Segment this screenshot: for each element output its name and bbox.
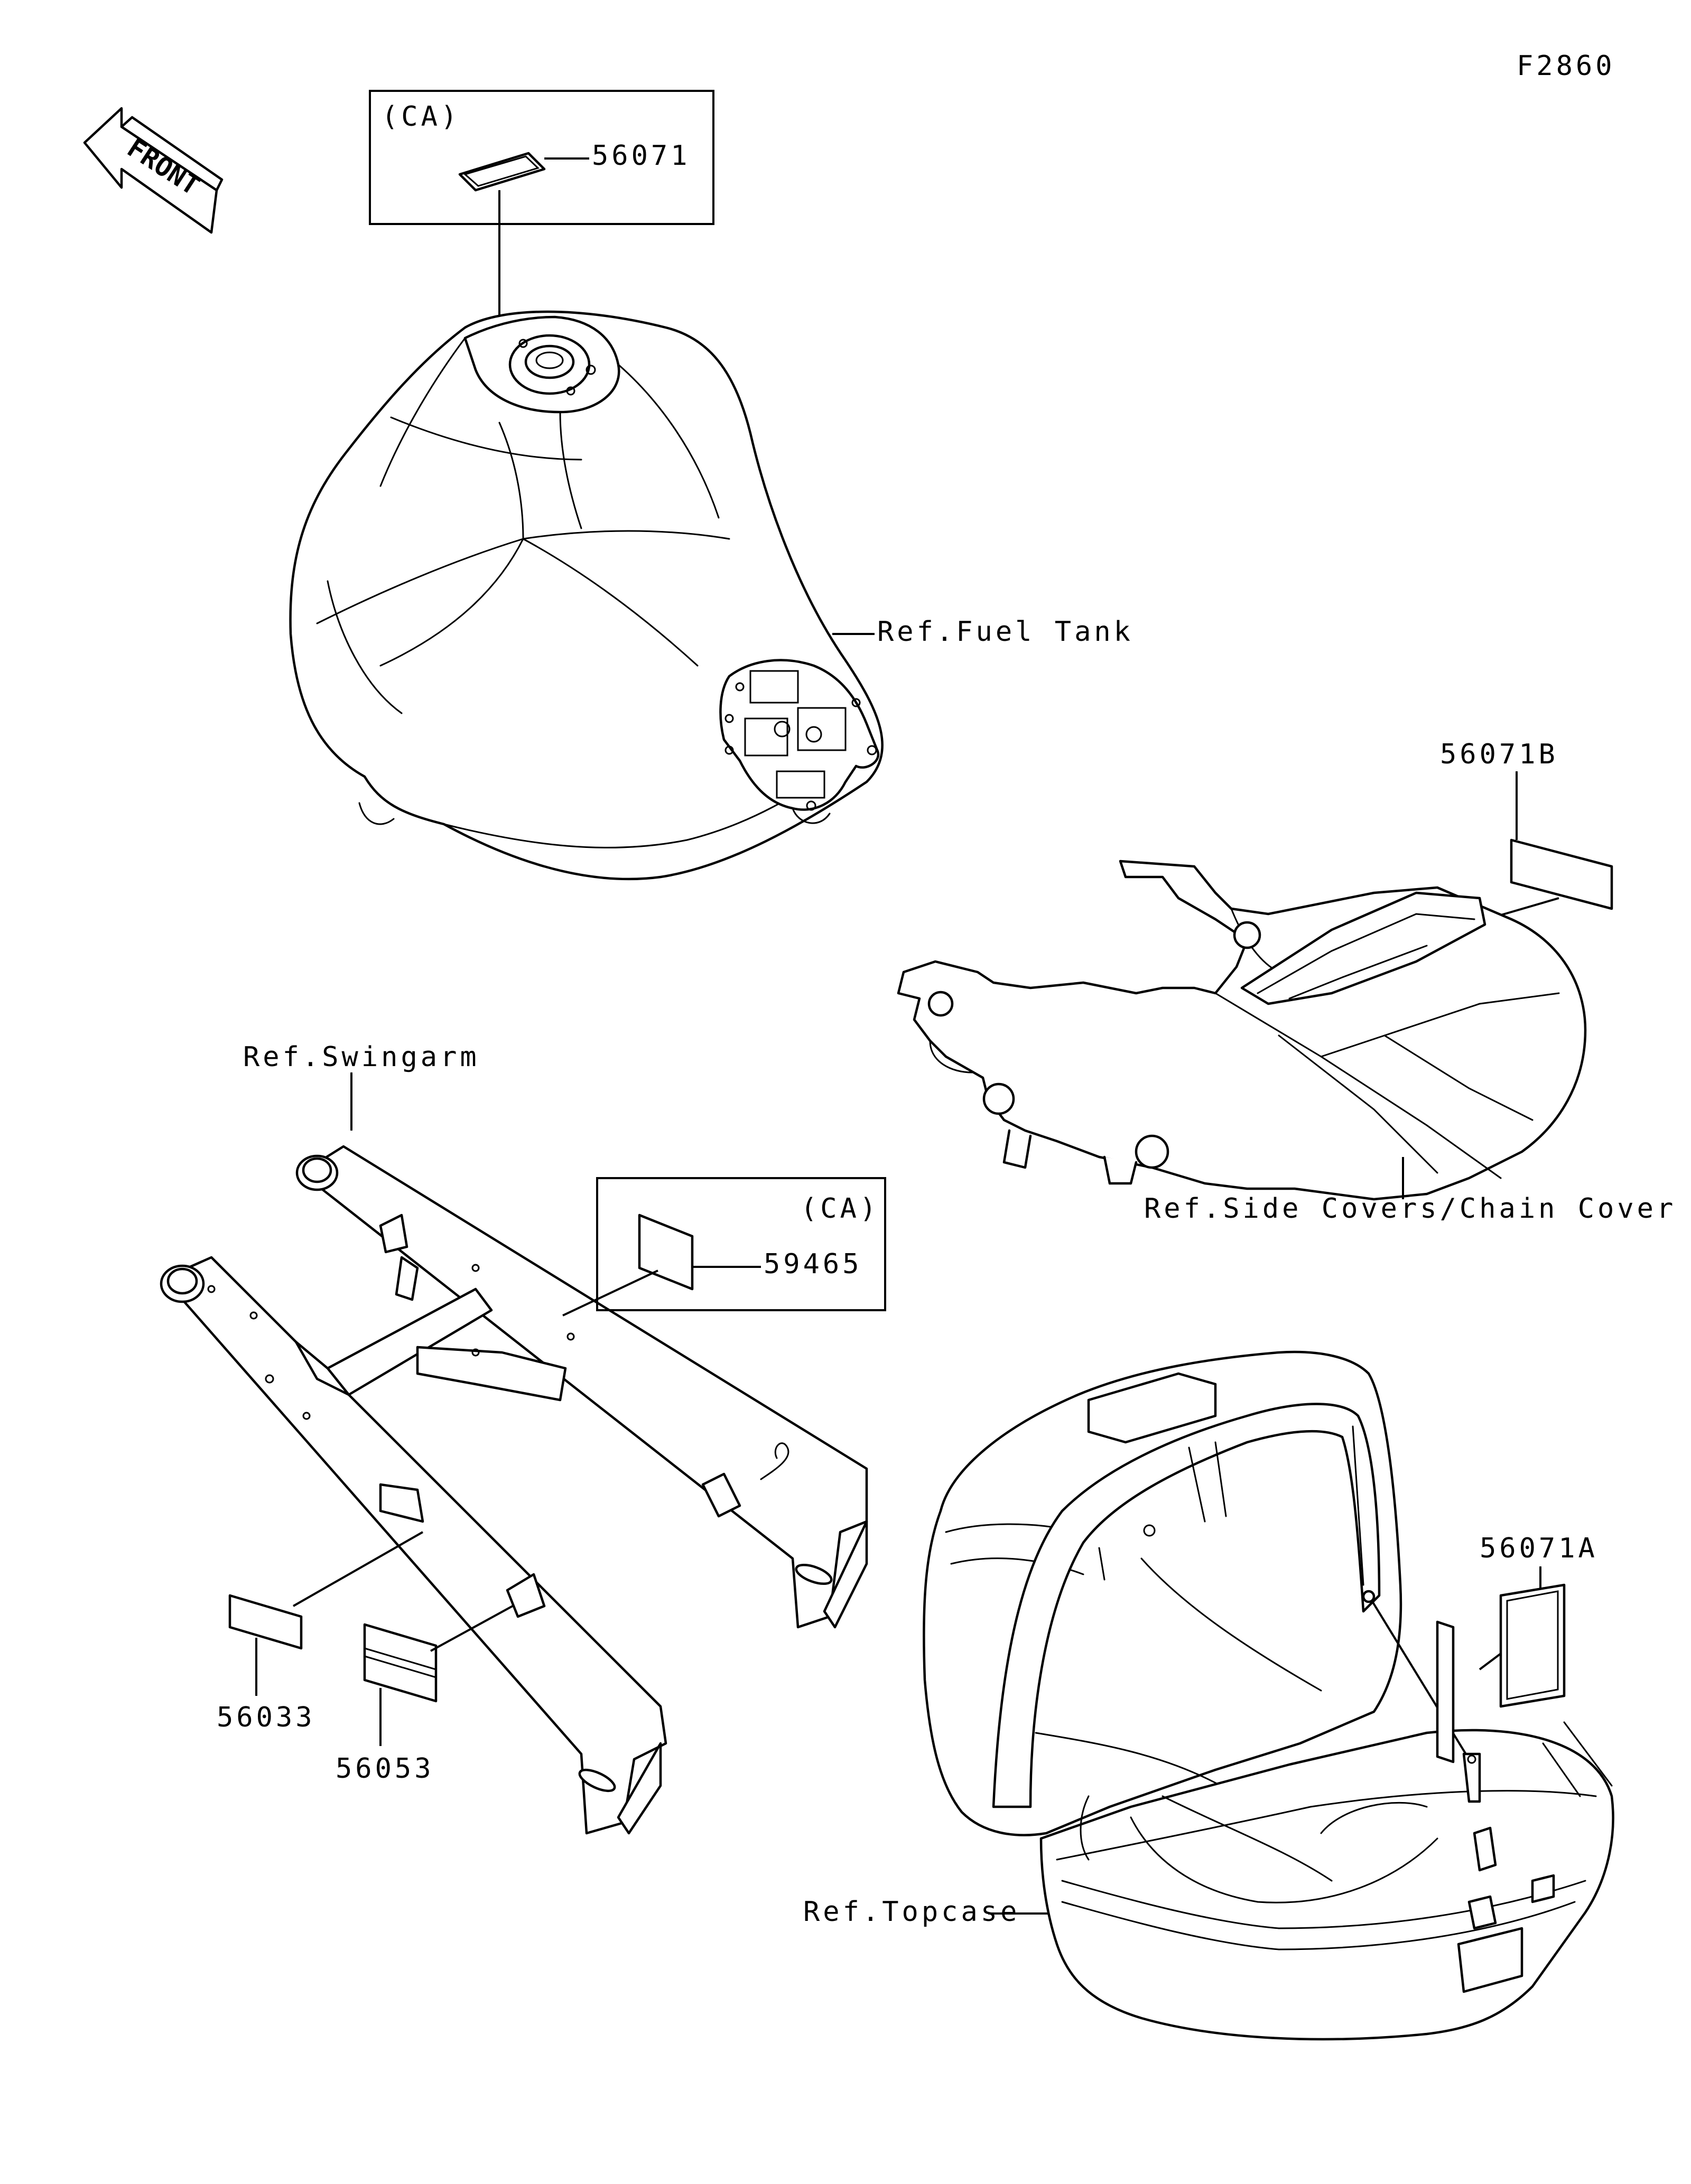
swingarm-region-label: (CA) [801, 1193, 879, 1225]
swingarm-region-box [596, 1177, 886, 1311]
swingarm-label-a-number: 56033 [217, 1702, 315, 1733]
swingarm-ca-label-number: 59465 [764, 1248, 862, 1280]
fuel-tank-icon [289, 310, 884, 881]
fuel-tank-ref: Ref.Fuel Tank [877, 616, 1133, 648]
swingarm-label-a-sticker-icon [228, 1594, 303, 1650]
swingarm-ca-sticker-icon [638, 1214, 694, 1291]
side-cover-label-number: 56071B [1440, 739, 1558, 770]
swingarm-ref: Ref.Swingarm [243, 1041, 480, 1073]
topcase-strap-icon [1436, 1620, 1455, 1763]
topcase-label-sticker-icon [1499, 1583, 1566, 1708]
tank-label-sticker-icon [458, 152, 546, 192]
figure-id: F2860 [1517, 50, 1615, 82]
side-covers-ref: Ref.Side Covers/Chain Cover [1144, 1193, 1676, 1225]
tank-region-box [369, 90, 714, 225]
topcase-ref: Ref.Topcase [803, 1896, 1020, 1928]
swingarm-icon [160, 1145, 868, 1835]
side-cover-label-sticker-icon [1510, 838, 1613, 910]
tank-region-label: (CA) [382, 101, 460, 133]
tank-label-number: 56071 [592, 140, 691, 172]
front-arrow-icon: FRONT [83, 107, 224, 234]
side-cover-icon [897, 860, 1587, 1201]
swingarm-label-b-sticker-icon [363, 1623, 438, 1703]
topcase-icon [923, 1350, 1614, 2041]
topcase-label-number: 56071A [1480, 1533, 1598, 1564]
swingarm-label-b-number: 56053 [336, 1753, 434, 1785]
